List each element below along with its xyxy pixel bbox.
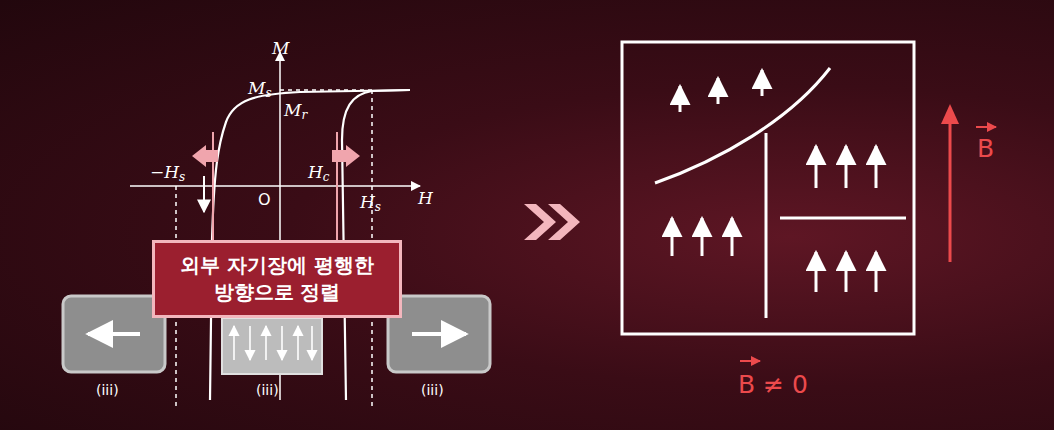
chevron <box>524 204 580 240</box>
subscript: s <box>265 86 271 100</box>
field-label: −Hs <box>150 164 185 183</box>
axis-label: M <box>272 40 289 57</box>
coercivity-label: Hc <box>308 164 330 183</box>
domain-square <box>622 42 914 334</box>
stage-label: (iii) <box>96 383 119 397</box>
subscript: c <box>323 170 330 184</box>
remanence-label: Mr <box>284 102 307 121</box>
saturation-label: Ms <box>248 80 272 99</box>
field-arrow <box>740 104 996 361</box>
moment-arrows <box>672 70 876 292</box>
subscript: s <box>375 200 381 214</box>
callout-text: 외부 자기장에 평행한 방향으로 정렬 <box>167 252 387 306</box>
stage-label: (iii) <box>256 383 279 397</box>
field-condition: B ≠ 0 <box>738 372 808 397</box>
origin-label: O <box>258 192 271 208</box>
subscript: s <box>179 170 185 184</box>
h-axis <box>130 185 420 187</box>
coercivity-markers <box>192 132 360 240</box>
axis-label: H <box>418 190 433 207</box>
field-symbol: B <box>977 136 994 161</box>
field-label: Hs <box>360 194 381 213</box>
stage-label: (iii) <box>421 383 444 397</box>
subscript: r <box>301 108 307 122</box>
callout-box: 외부 자기장에 평행한 방향으로 정렬 <box>152 240 402 318</box>
